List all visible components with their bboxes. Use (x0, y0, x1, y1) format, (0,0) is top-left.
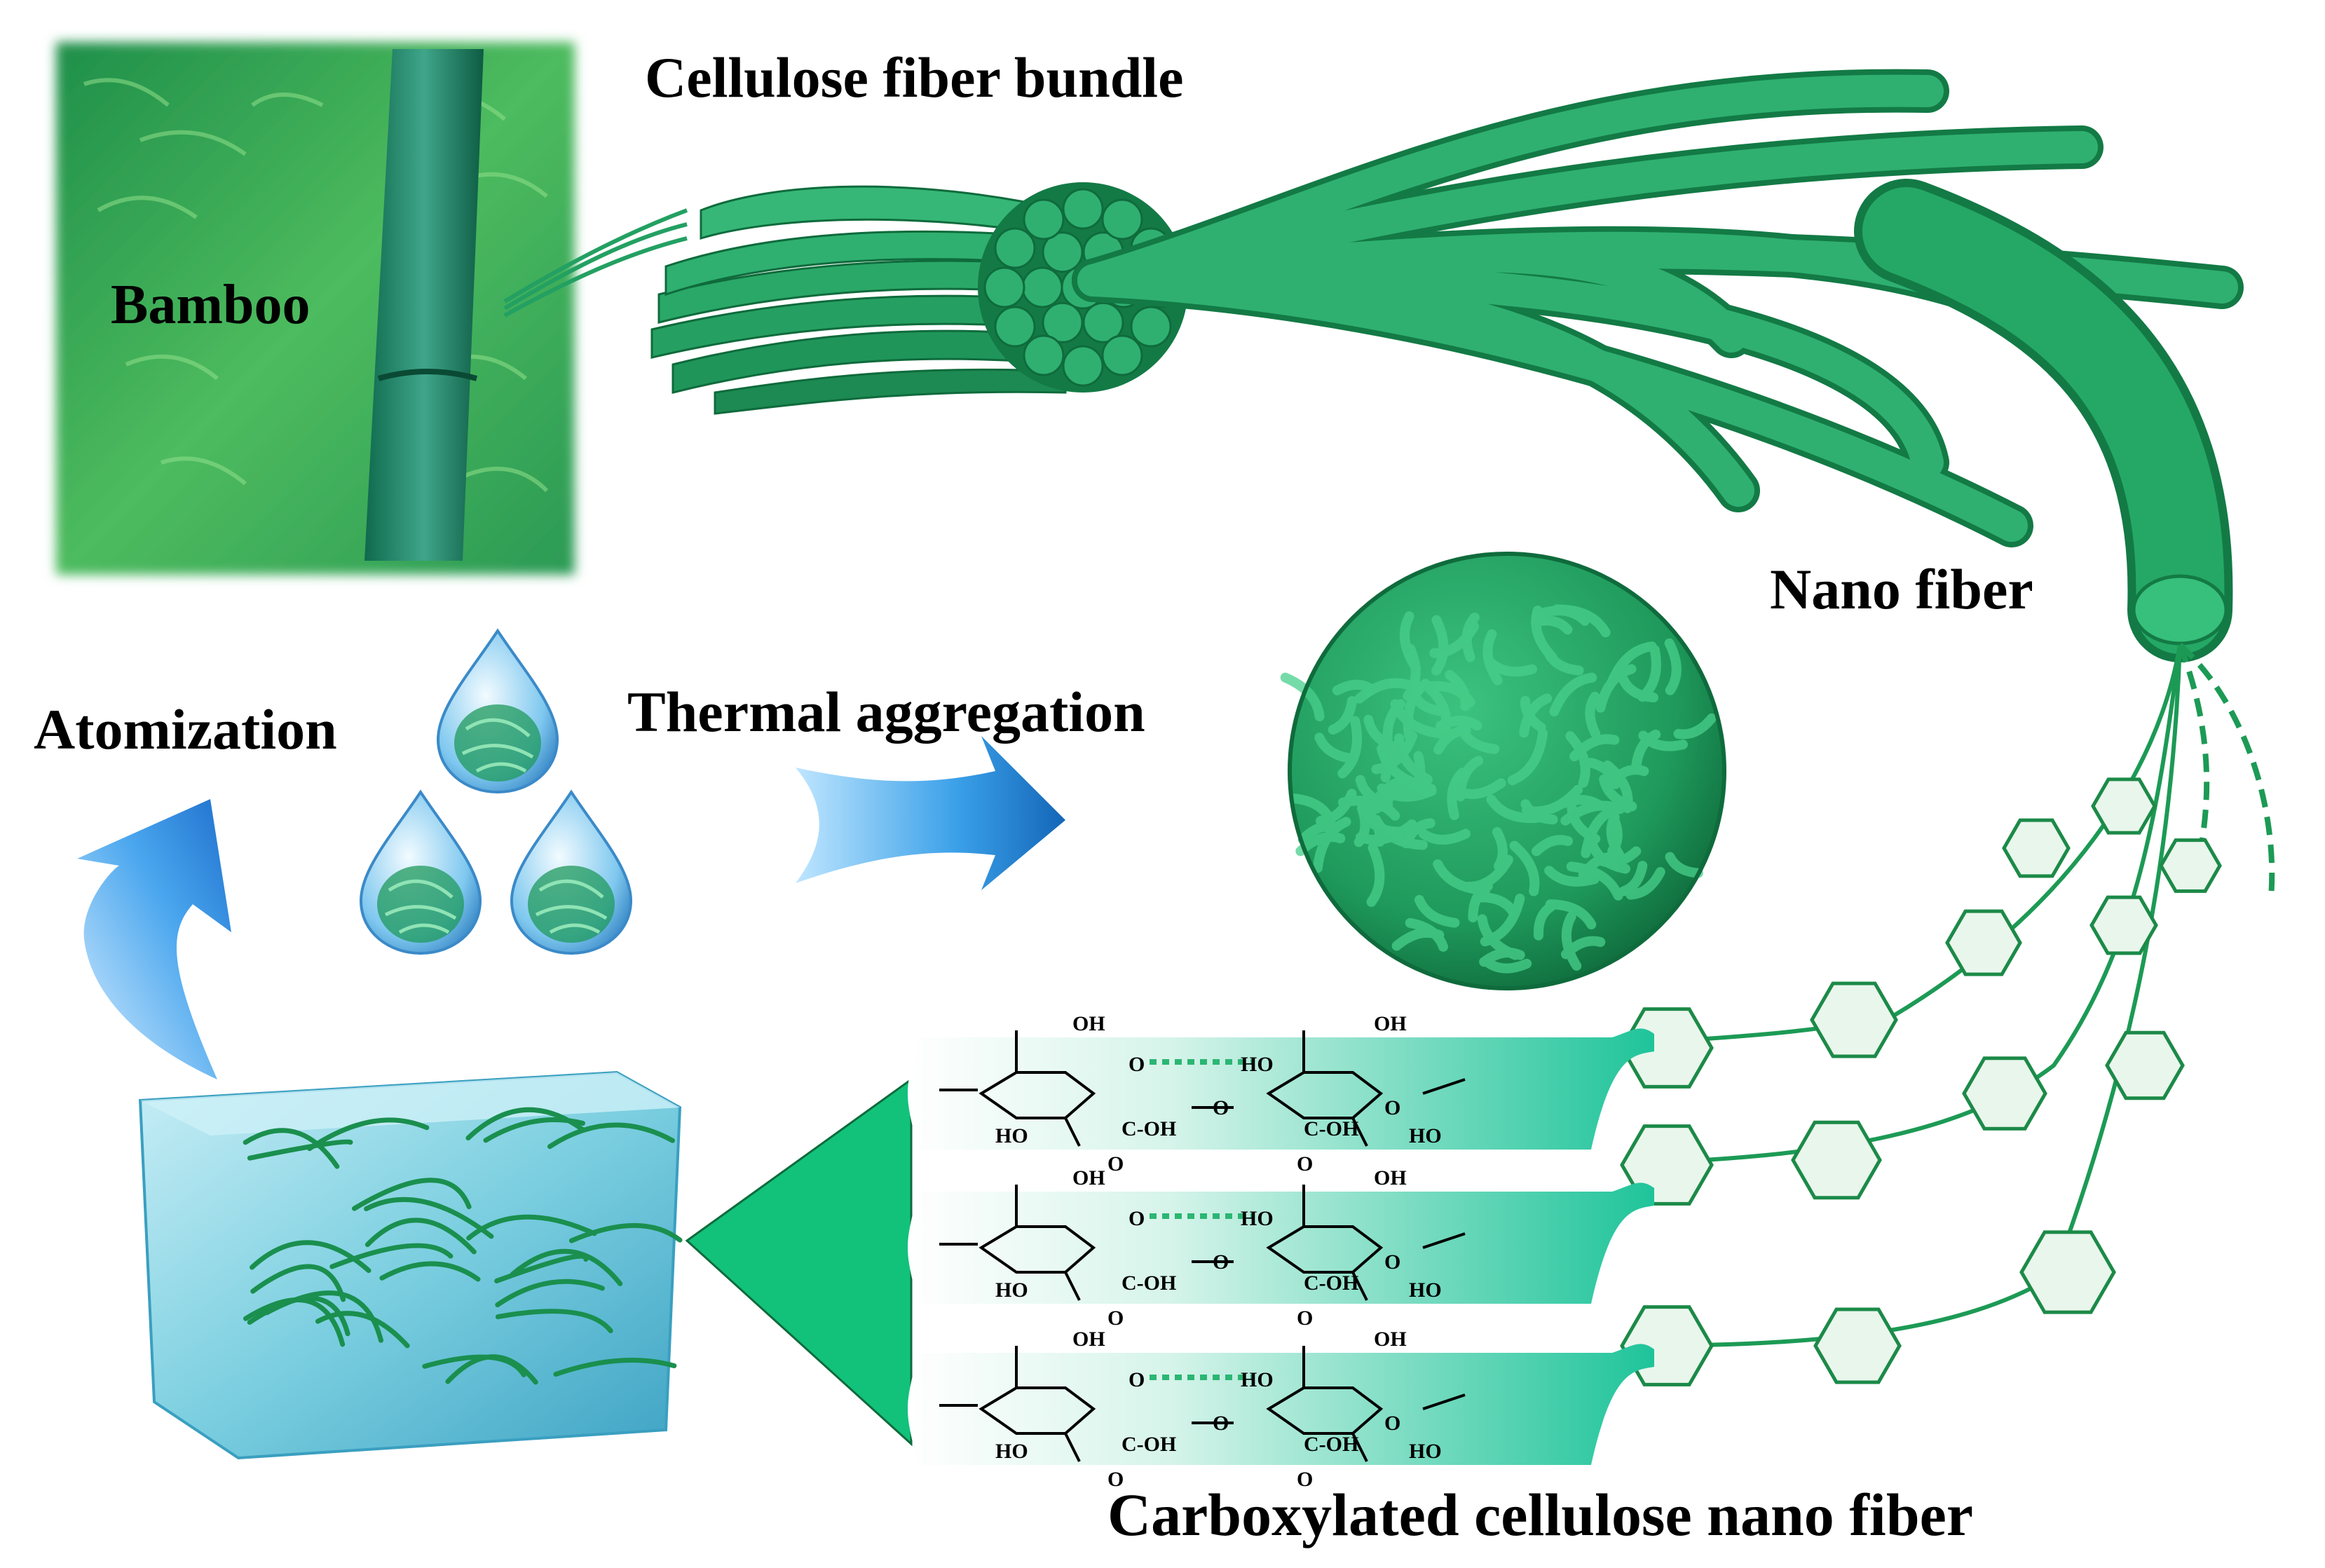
hydroxyl-label: OH (1374, 1012, 1407, 1035)
hydroxyl-label: OH (1374, 1166, 1407, 1189)
carbonyl-oxygen-label: O (1107, 1468, 1124, 1491)
ring-oxygen-label: O (1213, 1250, 1229, 1274)
carbonyl-oxygen-label: O (1297, 1307, 1313, 1330)
curved-arrow-icon (77, 799, 231, 1079)
hexagon-unit-icon (1962, 1056, 2047, 1131)
right-arrow-icon (796, 736, 1065, 890)
hydroxyl-label: HO (1241, 1053, 1274, 1076)
bamboo-photo (56, 42, 575, 575)
carbonyl-oxygen-label: O (1107, 1307, 1124, 1330)
hexagon-unit-icon (1810, 981, 1898, 1058)
nano-fiber-strands (1072, 69, 2244, 662)
nanofiber-aggregate-sphere (1280, 552, 1726, 990)
hexagon-unit-icon (2159, 838, 2222, 893)
hydroxyl-label: HO (995, 1124, 1028, 1147)
hexagon-units (1620, 777, 2222, 1386)
carboxyl-label: C-OH (1121, 1117, 1176, 1140)
hydroxyl-label: HO (1409, 1279, 1442, 1302)
carboxylated-cellulose-nano-fiber-label: Carboxylated cellulose nano fiber (1107, 1481, 1973, 1548)
hydrogel-block (138, 1070, 683, 1460)
carbonyl-oxygen-label: O (1297, 1468, 1313, 1491)
bundle-connector-fibers (503, 208, 688, 318)
droplets (359, 628, 633, 955)
hydroxyl-label: HO (995, 1440, 1028, 1463)
ring-oxygen-label: O (1129, 1368, 1145, 1391)
hexagon-unit-icon (2105, 1030, 2185, 1100)
water-droplet-icon (359, 789, 482, 955)
hydroxyl-label: OH (1374, 1328, 1407, 1351)
ring-oxygen-label: O (1384, 1096, 1400, 1119)
hydroxyl-label: HO (1241, 1368, 1274, 1391)
ring-oxygen-label: O (1384, 1412, 1400, 1435)
hydroxyl-label: HO (1409, 1124, 1442, 1147)
ring-oxygen-label: O (1213, 1096, 1229, 1119)
hydroxyl-label: HO (995, 1279, 1028, 1302)
hydroxyl-label: OH (1072, 1328, 1105, 1351)
ring-oxygen-label: O (1129, 1207, 1145, 1230)
green-triangle (685, 1077, 913, 1447)
hexagon-unit-icon (2091, 777, 2157, 835)
cellulose-fiber-bundle-label: Cellulose fiber bundle (645, 46, 1184, 109)
fibril-chains (1632, 643, 2275, 1348)
hydroxyl-label: OH (1072, 1012, 1105, 1035)
ring-oxygen-label: O (1384, 1250, 1400, 1274)
carbonyl-oxygen-label: O (1297, 1152, 1313, 1175)
hexagon-unit-icon (2002, 818, 2071, 878)
water-droplet-icon (436, 628, 559, 794)
bamboo-label: Bamboo (111, 274, 311, 336)
water-droplet-icon (510, 789, 633, 955)
ring-oxygen-label: O (1213, 1412, 1229, 1435)
hexagon-unit-icon (1945, 909, 2022, 976)
hexagon-unit-icon (1813, 1307, 1902, 1384)
carboxyl-label: C-OH (1121, 1433, 1176, 1456)
hydroxyl-label: HO (1409, 1440, 1442, 1463)
bamboo-stem (364, 49, 484, 561)
hexagon-unit-icon (1791, 1120, 1882, 1200)
hydroxyl-label: OH (1072, 1166, 1105, 1189)
carboxyl-label: C-OH (1121, 1272, 1176, 1295)
carboxyl-label: C-OH (1304, 1272, 1358, 1295)
carbonyl-oxygen-label: O (1107, 1152, 1124, 1175)
hydroxyl-label: HO (1241, 1207, 1274, 1230)
cellulose-chain-bands (908, 1028, 1654, 1465)
ring-oxygen-label: O (1129, 1053, 1145, 1076)
atomization-label: Atomization (34, 697, 337, 761)
carboxyl-label: C-OH (1304, 1117, 1358, 1140)
hexagon-unit-icon (2089, 895, 2158, 955)
nano-fiber-label: Nano fiber (1770, 557, 2033, 621)
thermal-aggregation-label: Thermal aggregation (627, 680, 1145, 744)
carboxyl-label: C-OH (1304, 1433, 1358, 1456)
hexagon-unit-icon (2019, 1230, 2116, 1314)
